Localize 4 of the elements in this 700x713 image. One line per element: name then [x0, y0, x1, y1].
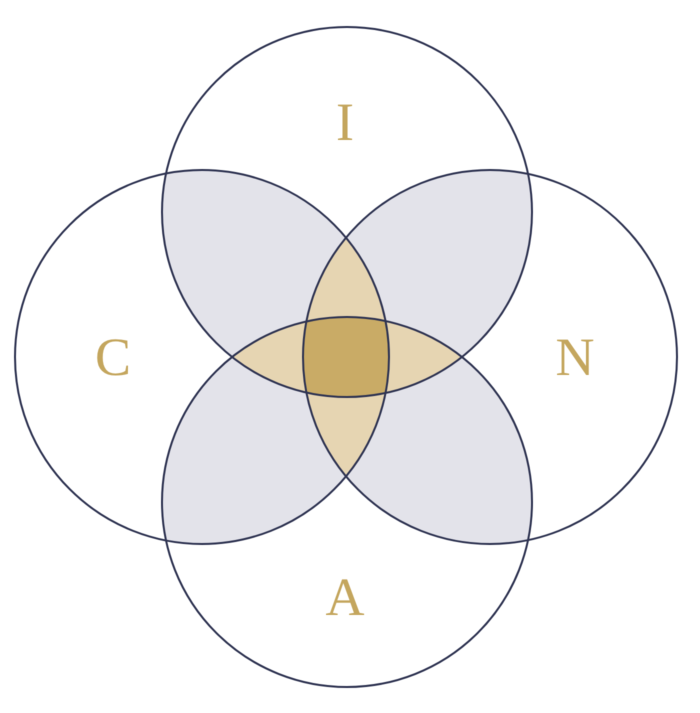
circle-letter: A	[326, 570, 364, 624]
circle-letter: I	[336, 95, 354, 149]
circle-letter: N	[556, 330, 594, 384]
circle-letter: C	[94, 330, 132, 384]
